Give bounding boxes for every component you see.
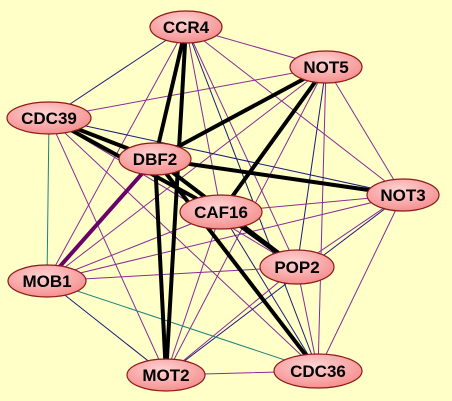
node-label: CCR4 [163,18,210,37]
edge-ccr4-caf16 [185,26,222,213]
edge-cdc39-cdc36 [48,117,319,372]
edge-not3-mot2 [165,194,404,376]
edge-cdc39-mot2 [48,117,167,376]
edge-ccr4-dbf2 [153,25,188,161]
node-label: MOT2 [142,366,189,385]
node-shape [149,10,223,44]
node-label: POP2 [274,258,319,277]
node-label: CAF16 [194,203,248,222]
edge-not5-pop2 [296,66,327,268]
node-pop2[interactable]: POP2 [259,249,335,285]
node-not5[interactable]: NOT5 [289,50,363,84]
edge-not5-cdc36 [317,66,327,372]
edge-not5-not3 [325,66,404,196]
node-shape [6,101,92,135]
node-shape [366,178,440,212]
edge-dbf2-mob1 [45,157,157,283]
node-shape [259,249,335,285]
edge-ccr4-cdc36 [185,26,319,372]
edge-not3-cdc36 [317,194,404,372]
edge-ccr4-mot2 [164,25,188,377]
edge-dbf2-cdc36 [153,157,320,373]
edge-caf16-cdc36 [220,211,319,372]
edge-ccr4-pop2 [185,26,298,268]
edge-cdc39-not3 [48,117,404,196]
node-shape [118,142,192,176]
node-shape [126,358,206,392]
edge-caf16-mot2 [165,211,222,376]
node-shape [7,264,87,298]
node-dbf2[interactable]: DBF2 [118,142,192,176]
node-cdc36[interactable]: CDC36 [273,353,363,389]
node-cdc39[interactable]: CDC39 [6,101,92,135]
edge-dbf2-mot2 [153,157,168,377]
node-label: DBF2 [133,150,177,169]
node-shape [289,50,363,84]
node-label: NOT5 [303,58,348,77]
node-not3[interactable]: NOT3 [366,178,440,212]
edge-dbf2-not3 [153,157,405,197]
edge-mob1-mot2 [46,280,167,376]
node-label: CDC36 [290,362,346,381]
node-caf16[interactable]: CAF16 [179,194,263,230]
edge-not5-dbf2 [153,65,328,161]
edge-pop2-mot2 [165,266,298,376]
edge-not5-mob1 [46,66,327,282]
node-shape [273,353,363,389]
node-label: NOT3 [380,186,425,205]
edge-cdc39-mob1 [46,117,50,282]
node-label: MOB1 [22,272,71,291]
edge-mob1-cdc36 [46,280,319,372]
node-label: CDC39 [21,109,77,128]
edge-not3-mob1 [46,194,404,282]
node-mot2[interactable]: MOT2 [126,358,206,392]
edge-not5-cdc39 [48,66,327,119]
node-ccr4[interactable]: CCR4 [149,10,223,44]
node-shape [179,194,263,230]
edge-not5-caf16 [219,65,328,214]
node-mob1[interactable]: MOB1 [7,264,87,298]
edge-ccr4-cdc39 [48,26,187,119]
